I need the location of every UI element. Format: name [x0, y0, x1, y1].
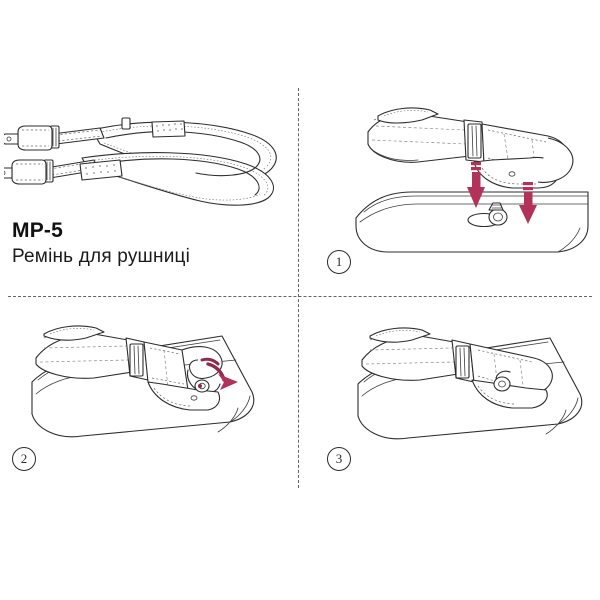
product-title-block: MP-5 Ремінь для рушниці	[12, 218, 190, 270]
illustration-step-1	[352, 100, 592, 270]
divider-vertical	[298, 88, 299, 488]
illustration-step-2	[22, 320, 267, 450]
divider-horizontal	[8, 296, 592, 297]
product-model: MP-5	[12, 219, 63, 242]
illustration-step-3	[352, 326, 592, 451]
step-number-2: 2	[12, 447, 36, 471]
thread-arrow-shape	[198, 357, 238, 390]
illustration-sling-overview	[0, 106, 289, 216]
product-description: Ремінь для рушниці	[12, 246, 191, 267]
align-arrow-right-shape	[519, 182, 537, 224]
step-number-3: 3	[327, 447, 351, 471]
align-arrow-left-shape	[467, 162, 485, 208]
step-number-1: 1	[327, 250, 351, 274]
